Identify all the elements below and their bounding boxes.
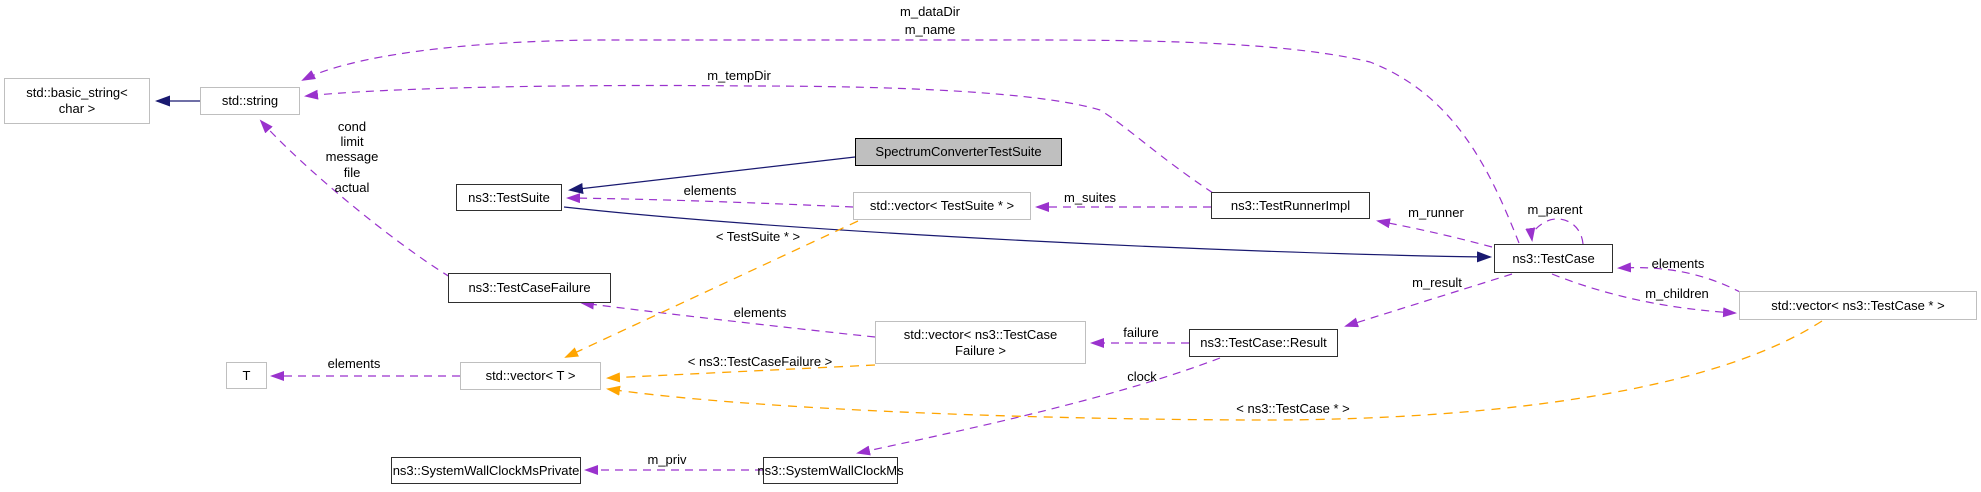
node-label: std::vector< T >: [485, 368, 576, 384]
edge-label-limit: limit: [340, 134, 364, 149]
edge-label-elements-failure: elements: [733, 305, 787, 320]
edge-label-actual: actual: [334, 180, 370, 195]
edge-usage-m-runner: [1376, 218, 1493, 248]
edge-label-elements-testcase: elements: [1651, 256, 1705, 271]
node-std-string[interactable]: std::string: [200, 87, 300, 115]
node-label: Failure >: [955, 342, 1006, 358]
node-spectrum-converter-testsuite: SpectrumConverterTestSuite: [855, 138, 1062, 166]
node-label: char >: [58, 101, 96, 116]
edge-label-m-priv: m_priv: [647, 452, 687, 467]
node-ns3-testrunnerimpl[interactable]: ns3::TestRunnerImpl: [1211, 192, 1370, 219]
node-label: ns3::TestCase::Result: [1200, 335, 1327, 351]
node-label: std::basic_string<: [26, 85, 128, 101]
edge-label-m-result: m_result: [1412, 275, 1462, 290]
edge-label-elements-testsuite: elements: [683, 183, 737, 198]
edge-label-m-parent: m_parent: [1527, 202, 1583, 217]
edge-label-message: message: [325, 149, 379, 164]
edge-label-tmpl-testcase: < ns3::TestCase * >: [1236, 401, 1350, 416]
node-label: std::vector< ns3::TestCase: [903, 326, 1058, 342]
node-label: std::vector< ns3::TestCase * >: [1771, 297, 1945, 313]
edge-usage-m-parent: [1525, 218, 1584, 245]
node-ns3-testsuite[interactable]: ns3::TestSuite: [456, 184, 562, 211]
edge-usage-clock: [856, 357, 1221, 456]
edge-label-m-name: m_name: [904, 22, 956, 37]
node-std-basic-string[interactable]: std::basic_string<char >: [4, 78, 150, 124]
node-vector-t[interactable]: std::vector< T >: [460, 362, 601, 390]
node-ns3-systemwallclockms[interactable]: ns3::SystemWallClockMs: [757, 457, 904, 484]
edge-label-elements-t: elements: [327, 356, 381, 371]
edge-label-clock: clock: [1127, 369, 1157, 384]
node-ns3-testcase[interactable]: ns3::TestCase: [1494, 244, 1613, 273]
edge-label-m-children: m_children: [1645, 286, 1709, 301]
edge-usage-elements-testsuite: [566, 193, 854, 208]
node-t[interactable]: T: [226, 362, 267, 389]
node-label: ns3::SystemWallClockMsPrivate: [392, 462, 580, 478]
node-ns3-systemwallclockmsprivate[interactable]: ns3::SystemWallClockMsPrivate: [391, 457, 581, 484]
edge-usage-tempDir: [304, 84, 1214, 194]
node-label: ns3::SystemWallClockMs: [757, 462, 904, 478]
edge-label-m-tempDir: m_tempDir: [707, 68, 771, 83]
edge-label-cond: cond: [337, 119, 367, 134]
edge-label-tmpl-testsuite: < TestSuite * >: [715, 229, 801, 244]
node-label: std::string: [221, 93, 279, 109]
edge-label-m-runner: m_runner: [1408, 205, 1464, 220]
node-label: SpectrumConverterTestSuite: [875, 144, 1042, 160]
edge-label-m-dataDir: m_dataDir: [900, 4, 960, 19]
node-label: ns3::TestCase: [1512, 250, 1595, 266]
node-label: ns3::TestRunnerImpl: [1230, 197, 1351, 213]
node-ns3-testcase-result[interactable]: ns3::TestCase::Result: [1189, 329, 1338, 357]
node-label: T: [242, 367, 251, 383]
edge-label-tmpl-testcasefailure: < ns3::TestCaseFailure >: [687, 354, 833, 369]
edge-label-file: file: [343, 165, 361, 180]
node-vector-testcase[interactable]: std::vector< ns3::TestCase * >: [1739, 291, 1977, 320]
node-label: std::vector< TestSuite * >: [869, 198, 1015, 214]
node-label: ns3::TestSuite: [468, 189, 550, 205]
node-label: ns3::TestCaseFailure: [468, 280, 591, 296]
edge-label-failure: failure: [1123, 325, 1159, 340]
node-ns3-testcasefailure[interactable]: ns3::TestCaseFailure: [448, 273, 611, 303]
node-vector-testsuite[interactable]: std::vector< TestSuite * >: [853, 192, 1031, 220]
edge-usage-elements-failure: [580, 299, 876, 338]
edge-label-m-suites: m_suites: [1063, 190, 1117, 205]
